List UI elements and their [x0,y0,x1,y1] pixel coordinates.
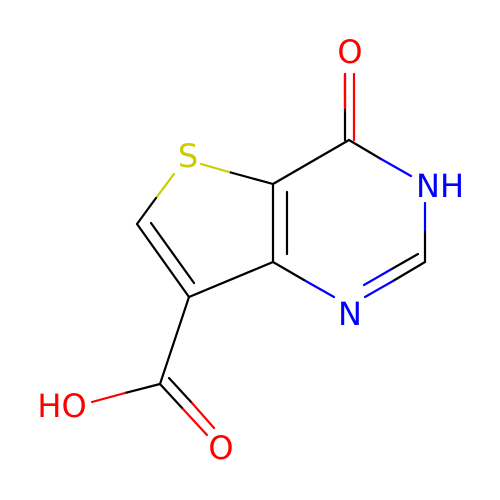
bond-c6-c7-b [149,221,196,285]
bond-cacid-o-d [190,401,216,430]
atom-oxygen-ketone: O [337,33,362,71]
atom-oxygen-hydroxyl: HO [37,387,86,425]
atom-oxygen-carbonyl: O [208,429,233,467]
bond-cacid-o-c [167,376,194,405]
bonds [90,72,427,437]
bond-c4-n3-a [347,138,383,161]
bond-c4a-c4 [271,138,351,186]
bond-c4-n3-b [379,157,413,178]
bond-c6-c7-a [135,222,191,299]
bond-c2-n1-c [388,252,420,272]
atom-nitrogen-nh: NH [416,167,464,205]
bond-cacid-oh-b [90,391,127,404]
bond-c2-n1-a [391,260,427,283]
bond-n1-c7a-a [302,278,336,299]
atom-sulfur: S [178,137,198,175]
bond-c4a-s-b [199,162,231,174]
bond-c7-c7a [187,260,275,299]
bond-cacid-o-a [158,382,185,411]
bond-c2-n1-b [363,279,395,299]
bond-cacid-oh-a [123,382,162,395]
bond-c7-cacid [158,295,191,386]
bond-c4a-s-a [227,170,275,186]
atom-nitrogen-ring: N [338,295,362,333]
bond-cacid-o-b [181,407,209,437]
bond-s-c6-a [154,172,176,200]
atom-labels: O NH S N HO O [37,33,464,467]
bond-c2-n1-d [362,268,392,287]
bond-s-c6-b [135,196,158,226]
bond-n1-c7a-b [271,260,306,282]
